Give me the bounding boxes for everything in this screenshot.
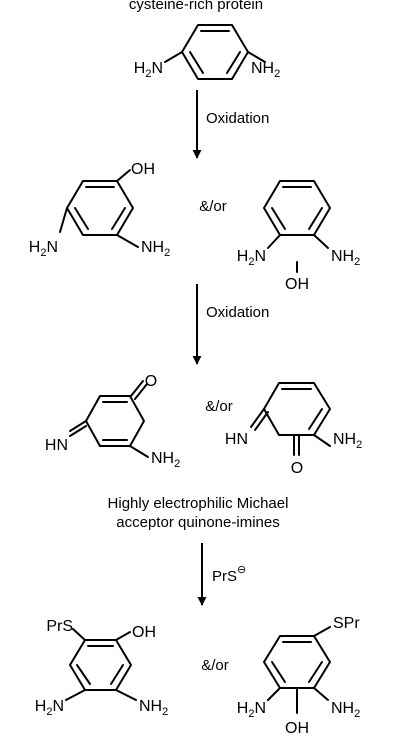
imine-group: HN [45, 437, 68, 454]
amine-group: NH2 [151, 450, 180, 470]
structure-diaminophenol-a: OH H2N NH2 [29, 161, 170, 259]
reagent-oxidation-1: Oxidation [206, 110, 269, 127]
hydroxyl-group: OH [285, 276, 309, 293]
hydroxyl-group: OH [285, 720, 309, 737]
reagent-oxidation-2: Oxidation [206, 304, 269, 321]
and-or-connector-2: &/or [205, 398, 233, 415]
amine-group: NH2 [141, 239, 170, 259]
amine-group: NH2 [139, 698, 168, 718]
structure-quinone-imine-a: O HN NH2 [45, 373, 180, 470]
and-or-connector-1: &/or [199, 198, 227, 215]
and-or-connector-3: &/or [201, 657, 229, 674]
imine-group: HN [225, 431, 248, 448]
header-text: cysteine-rich protein [129, 0, 263, 13]
structure-m-phenylenediamine: H2N NH2 [134, 24, 280, 80]
thioether-group: PrS [46, 618, 73, 635]
amine-group: H2N [237, 700, 266, 720]
carbonyl-oxygen: O [145, 373, 157, 390]
structure-diaminophenol-b: H2N NH2 OH [237, 180, 360, 293]
hydroxyl-group: OH [131, 161, 155, 178]
reagent-propanethiolate: PrS⊖ [212, 564, 246, 585]
caption-line-2: acceptor quinone-imines [116, 514, 279, 531]
structure-thioether-adduct-a: PrS OH H2N NH2 [35, 618, 168, 718]
amine-group: H2N [29, 239, 58, 259]
amine-group: H2N [35, 698, 64, 718]
carbonyl-oxygen: O [291, 460, 303, 477]
amine-group: NH2 [331, 700, 360, 720]
amine-group: NH2 [333, 431, 362, 451]
amine-group-right: NH2 [251, 60, 280, 80]
amine-group-left: H2N [134, 60, 163, 80]
amine-group: NH2 [331, 248, 360, 268]
structure-quinone-imine-b: HN O NH2 [225, 382, 362, 477]
structure-thioether-adduct-b: SPr H2N NH2 OH [237, 615, 361, 737]
thioether-group: SPr [333, 615, 360, 632]
amine-group: H2N [237, 248, 266, 268]
caption-line-1: Highly electrophilic Michael [108, 495, 289, 512]
hydroxyl-group: OH [132, 624, 156, 641]
